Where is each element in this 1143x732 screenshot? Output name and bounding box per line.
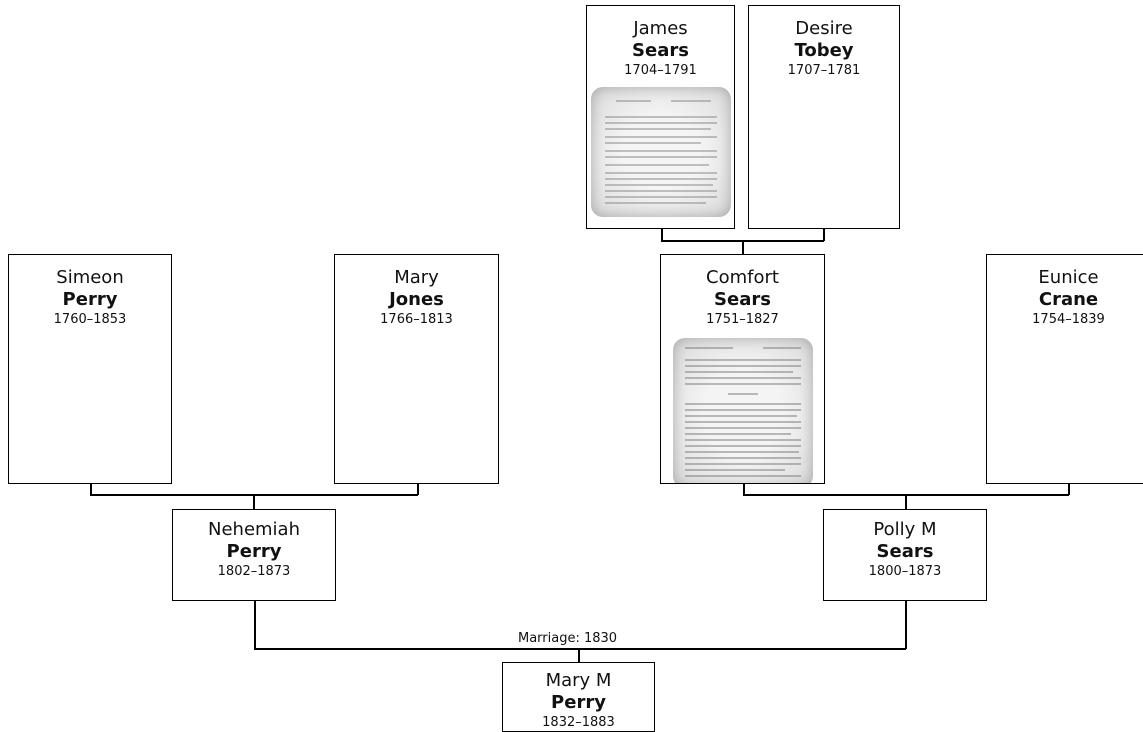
given-name: Comfort	[706, 267, 779, 288]
connector-line	[90, 483, 92, 495]
connector-line	[743, 483, 745, 495]
surname: Perry	[226, 541, 282, 562]
given-name: Simeon	[56, 267, 124, 288]
connector-line	[823, 228, 825, 241]
life-dates: 1802–1873	[217, 564, 291, 579]
surname: Sears	[714, 289, 771, 310]
connector-line	[417, 483, 419, 495]
given-name: Mary M	[545, 670, 612, 691]
person-card-desire-tobey[interactable]: Desire Tobey 1707–1781	[748, 5, 900, 229]
person-card-nehemiah-perry[interactable]: Nehemiah Perry 1802–1873	[172, 509, 336, 601]
connector-line	[254, 648, 906, 650]
connector-line	[1068, 483, 1070, 495]
person-card-polly-sears[interactable]: Polly M Sears 1800–1873	[823, 509, 987, 601]
marriage-label: Marriage: 1830	[516, 631, 620, 646]
connector-line	[742, 240, 744, 255]
surname: Sears	[632, 40, 689, 61]
person-card-comfort-sears[interactable]: Comfort Sears 1751–1827	[660, 254, 825, 484]
given-name: Nehemiah	[208, 519, 300, 540]
surname: Crane	[1038, 289, 1099, 310]
given-name: Polly M	[873, 519, 937, 540]
person-card-eunice-crane[interactable]: Eunice Crane 1754–1839	[986, 254, 1143, 484]
life-dates: 1751–1827	[706, 312, 779, 327]
surname: Perry	[62, 289, 118, 310]
surname: Sears	[876, 541, 934, 562]
surname: Perry	[551, 692, 606, 713]
given-name: Eunice	[1038, 267, 1099, 288]
person-card-james-sears[interactable]: James Sears 1704–1791	[586, 5, 735, 229]
life-dates: 1800–1873	[868, 564, 942, 579]
surname: Tobey	[794, 40, 854, 61]
person-card-mary-jones[interactable]: Mary Jones 1766–1813	[334, 254, 499, 484]
connector-line	[578, 648, 580, 662]
connector-line	[661, 228, 663, 241]
person-card-simeon-perry[interactable]: Simeon Perry 1760–1853	[8, 254, 172, 484]
surname: Jones	[389, 289, 444, 310]
given-name: Mary	[394, 267, 439, 288]
life-dates: 1704–1791	[624, 63, 697, 78]
life-dates: 1766–1813	[380, 312, 453, 327]
connector-line	[905, 600, 907, 649]
given-name: James	[633, 18, 688, 39]
document-thumbnail[interactable]	[672, 338, 813, 483]
connector-line	[254, 600, 256, 649]
document-thumbnail[interactable]	[590, 87, 731, 217]
life-dates: 1760–1853	[53, 312, 127, 327]
person-card-mary-m-perry[interactable]: Mary M Perry 1832–1883	[502, 662, 655, 732]
connector-line	[905, 494, 907, 510]
life-dates: 1707–1781	[787, 63, 861, 78]
connector-line	[253, 494, 255, 510]
given-name: Desire	[795, 18, 853, 39]
life-dates: 1832–1883	[542, 715, 615, 730]
life-dates: 1754–1839	[1032, 312, 1105, 327]
